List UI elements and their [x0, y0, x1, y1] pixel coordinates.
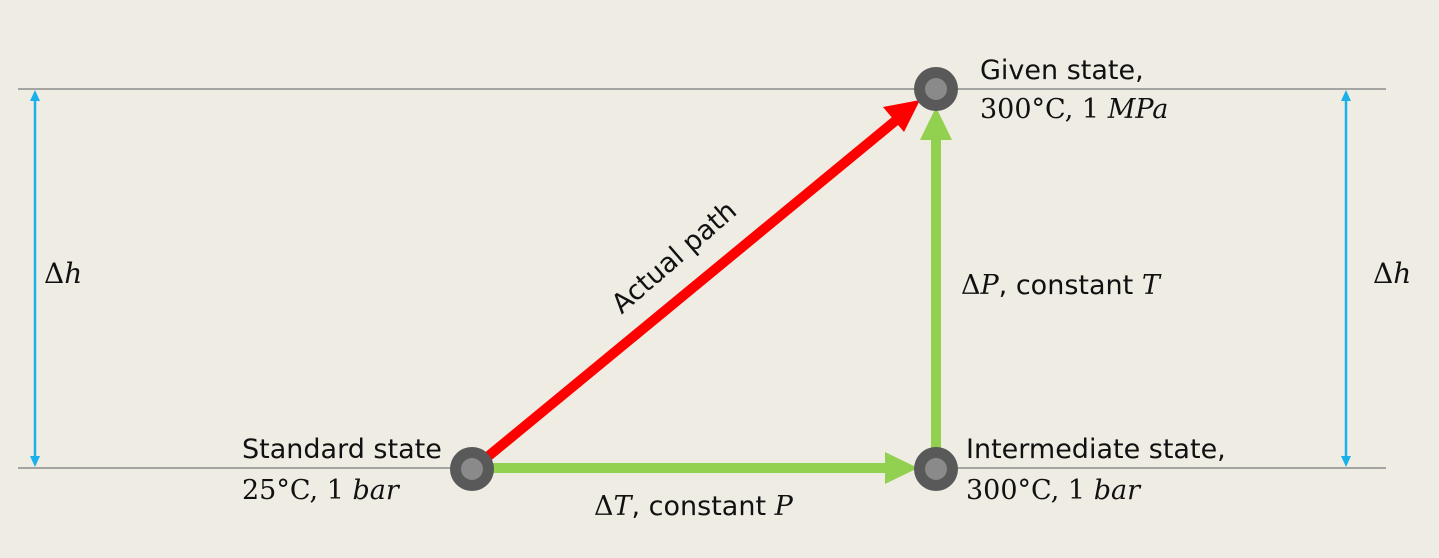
standard-state-temperature: 25°C,	[242, 475, 319, 506]
actual-path-arrow	[470, 100, 920, 472]
right-enthalpy-variable: h	[1393, 257, 1412, 290]
left-enthalpy-top-arrowhead	[30, 90, 40, 101]
right-enthalpy-top-arrowhead	[1341, 90, 1351, 101]
standard-state-conditions: 25°C, 1 bar	[242, 473, 399, 509]
actual-path-arrowhead	[883, 100, 920, 132]
delta-t-arrow	[474, 452, 918, 484]
intermediate-state-pressure-value: 1	[1067, 475, 1086, 506]
state-nodes	[450, 67, 958, 491]
right-enthalpy-bottom-arrowhead	[1341, 456, 1351, 467]
given-state-conditions: 300°C, 1 MPa	[980, 92, 1168, 128]
given-state-name: Given state,	[980, 55, 1144, 86]
intermediate-state-temperature: 300°C,	[966, 475, 1060, 506]
delta-p-symbol: Δ	[961, 270, 981, 301]
given-state-pressure-value: 1	[1081, 94, 1100, 125]
intermediate-state-name: Intermediate state,	[966, 434, 1226, 465]
given-state-node	[914, 67, 958, 111]
left-enthalpy-arrow	[30, 90, 40, 467]
delta-p-condition: , constant	[998, 270, 1134, 301]
intermediate-state-conditions: 300°C, 1 bar	[966, 473, 1140, 509]
given-state-temperature: 300°C,	[980, 94, 1074, 125]
delta-t-held-variable: P	[774, 491, 793, 522]
delta-p-arrowhead	[920, 107, 952, 140]
delta-t-symbol: Δ	[594, 491, 614, 522]
standard-state-pressure-unit: bar	[352, 475, 399, 506]
left-delta-h-label: Δh	[44, 256, 82, 292]
left-delta-symbol: Δ	[44, 257, 65, 290]
delta-t-label: ΔT, constant P	[594, 489, 793, 525]
delta-p-variable: P	[980, 270, 999, 301]
delta-p-arrow	[920, 107, 952, 468]
left-enthalpy-bottom-arrowhead	[30, 456, 40, 467]
delta-t-variable: T	[613, 491, 632, 522]
actual-path-shaft	[470, 113, 904, 472]
intermediate-state-pressure-unit: bar	[1093, 475, 1140, 506]
right-enthalpy-arrow	[1341, 90, 1351, 467]
right-delta-symbol: Δ	[1373, 257, 1394, 290]
right-delta-h-label: Δh	[1373, 256, 1411, 292]
intermediate-state-node	[914, 447, 958, 491]
delta-t-arrowhead	[885, 452, 918, 484]
delta-t-condition: , constant	[631, 491, 767, 522]
delta-p-label: ΔP, constant T	[961, 268, 1160, 304]
delta-p-held-variable: T	[1141, 270, 1160, 301]
left-enthalpy-variable: h	[64, 257, 83, 290]
standard-state-node	[450, 447, 494, 491]
given-state-pressure-unit: MPa	[1107, 94, 1169, 125]
standard-state-pressure-value: 1	[326, 475, 344, 506]
standard-state-name: Standard state	[242, 434, 442, 465]
